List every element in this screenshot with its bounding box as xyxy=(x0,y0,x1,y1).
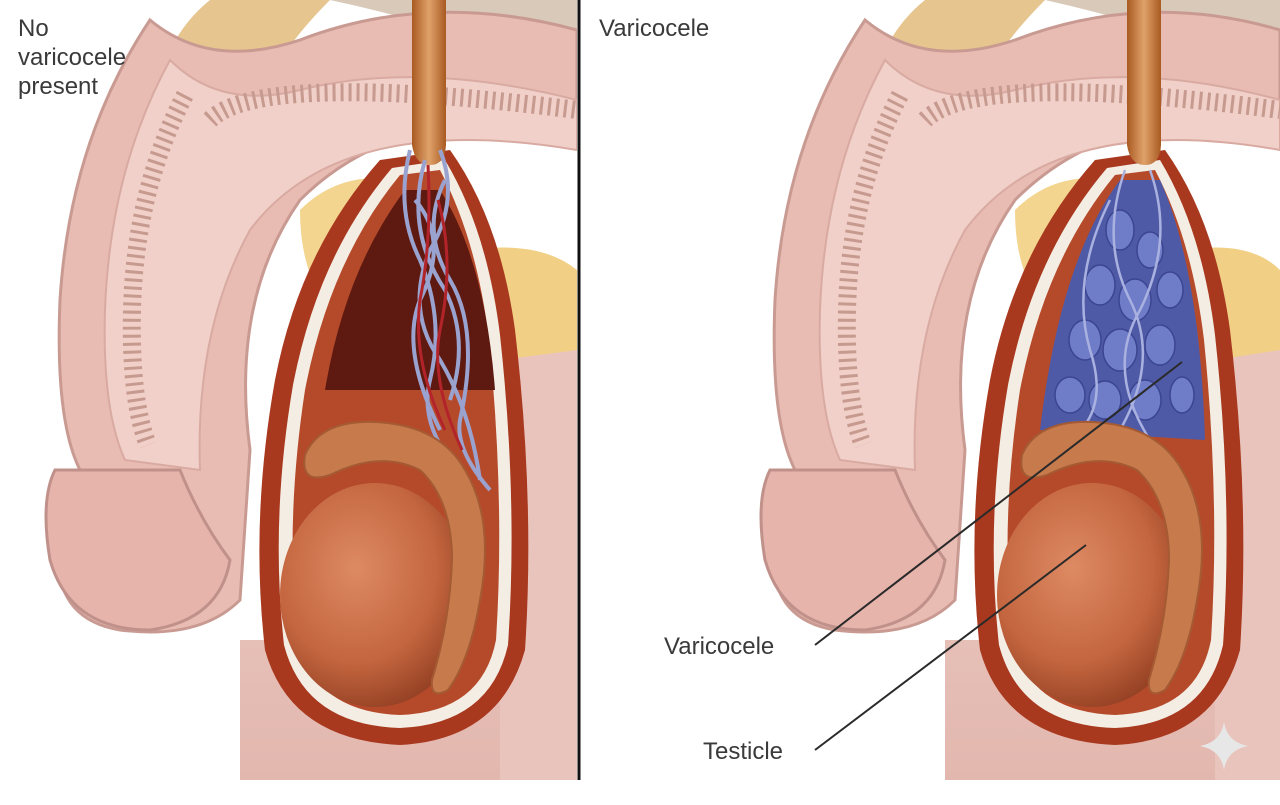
panel-varicocele-anatomy xyxy=(759,0,1280,780)
panel-title-line: present xyxy=(18,73,99,100)
panel-title-line: No xyxy=(18,15,49,42)
panel-title-normal: No varicocele present xyxy=(18,14,178,101)
panel-normal-anatomy xyxy=(44,0,577,780)
sparkle-icon xyxy=(1200,722,1248,770)
panel-title-line: varicocele xyxy=(18,44,127,71)
panel-title-varicocele: Varicocele xyxy=(599,15,710,42)
testicle-leader-line xyxy=(814,544,1087,751)
callout-testicle-label: Testicle xyxy=(703,738,784,765)
callout-varicocele-label: Varicocele xyxy=(664,633,775,660)
varicocele-leader-line xyxy=(814,361,1183,646)
